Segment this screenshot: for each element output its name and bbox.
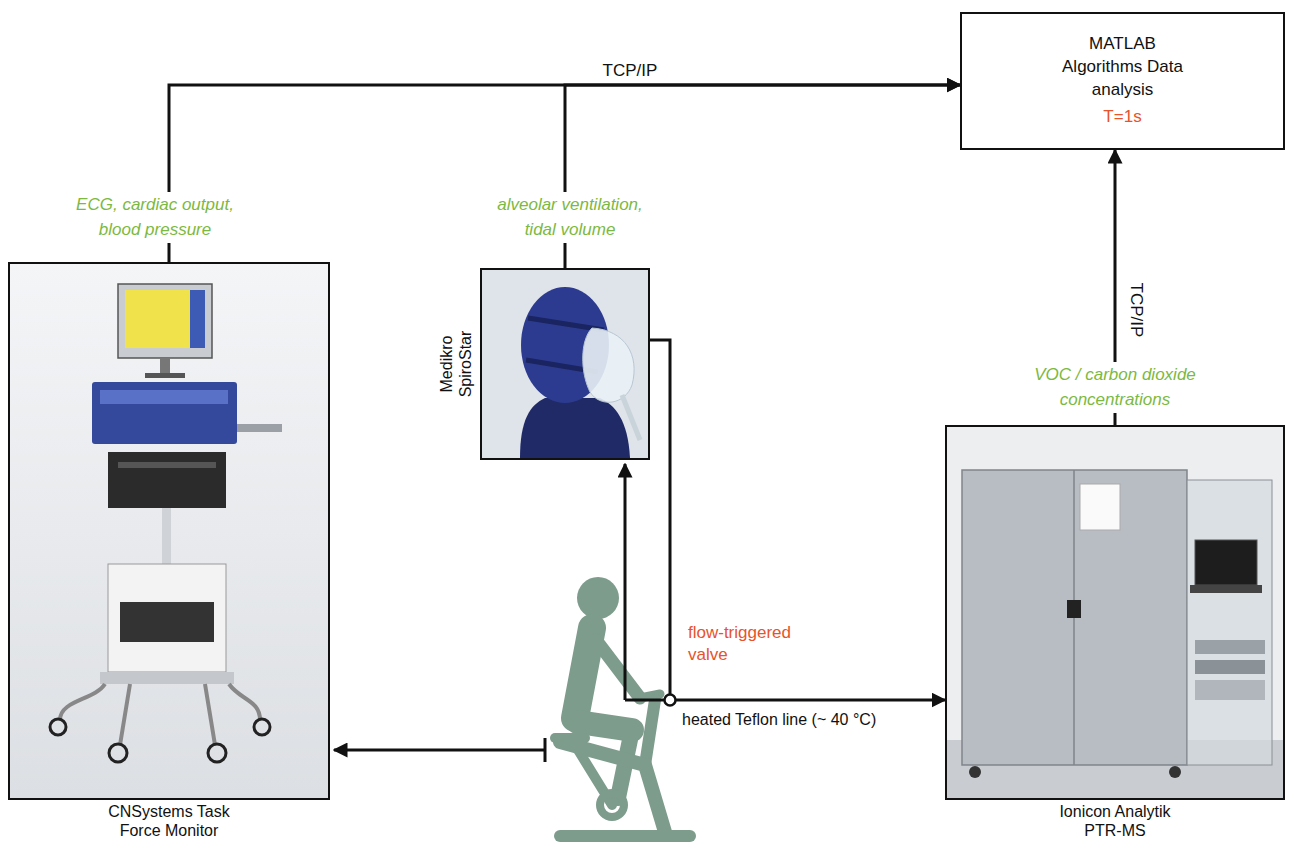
amplifier-panel [100,390,228,404]
monitor [118,284,212,358]
signal-arrow [334,749,545,752]
cyclist-thigh [578,722,632,730]
box-text: T=1s [1062,106,1184,129]
spirostar-photo [482,270,648,458]
device-name: Ionicon Analytik PTR-MS [1045,802,1185,840]
laptop-screen [1195,540,1257,585]
cart-wheel [50,719,66,735]
box-text: MATLAB Algorithms Data analysis [1062,33,1184,102]
amplifier-unit [92,382,237,444]
monitor-base [145,373,185,378]
valve-symbol [665,695,676,706]
notice-sheet [1080,484,1120,530]
protocol-label: TCP/IP [601,60,660,82]
cyclist-torso [575,628,592,718]
bike-stem [645,700,655,765]
cart-wheel [254,719,270,735]
cart-legs [60,684,260,745]
monitor-stand [160,358,170,374]
rack-unit [1195,640,1265,654]
recorder-slot [118,462,216,468]
device-name: CNSystems Task Force Monitor [94,802,244,840]
bike-seat [555,733,585,743]
rack-unit [1195,660,1265,674]
photo-ground [947,427,1283,798]
process-box: MATLAB Algorithms Data analysisT=1s [960,12,1285,150]
face-mask [583,328,634,402]
cart-pole [162,508,171,564]
bike-base [560,830,690,842]
photo-ground [10,264,328,798]
laptop-base [1190,585,1262,593]
cabinet-wheel [969,766,981,778]
door-lock [1067,600,1081,618]
keyboard-tray [237,424,282,432]
device-box: Medikro SpiroStar [480,268,650,460]
photo-ground [482,270,648,458]
monitor-screen [190,290,205,348]
device-name: Medikro SpiroStar [437,319,475,409]
signal-label: VOC / carbon dioxide concentrations [1012,362,1218,413]
recorder-unit [108,452,226,508]
rack-unit [1195,680,1265,700]
cyclist-arm [596,640,640,698]
glass-door [1187,480,1272,765]
annotation-label: flow-triggered valve [688,622,813,666]
instrument-cabinet [962,470,1187,765]
device-box: CNSystems Task Force Monitor [8,262,330,800]
flow-sensor [622,395,640,440]
cart-wheel [208,744,226,762]
pedal-crank [600,793,624,817]
printer-opening [120,602,214,642]
device-box: Ionicon Analytik PTR-MS [945,425,1285,800]
cabinet-wheel [1169,766,1181,778]
breath-line [624,464,627,700]
bike-frame [560,742,665,832]
ptr-ms-photo [947,427,1283,798]
connector-arrow [650,340,945,700]
monitor-screen [125,290,205,348]
printer-unit [108,564,226,672]
cart-wheel [109,744,127,762]
annotation-label: heated Teflon line (~ 40 °C) [682,710,876,731]
cyclist-head [577,577,619,619]
protocol-label: TCP/IP [1125,281,1147,340]
task-force-monitor-photo [10,264,328,798]
mannequin-shoulders [520,398,630,458]
text-stack: MATLAB Algorithms Data analysisT=1s [1062,33,1184,129]
sensor-bar [544,738,547,762]
signal-label: alveolar ventilation, tidal volume [477,192,663,243]
cart-base [100,672,234,684]
signal-label: ECG, cardiac output, blood pressure [57,192,253,243]
